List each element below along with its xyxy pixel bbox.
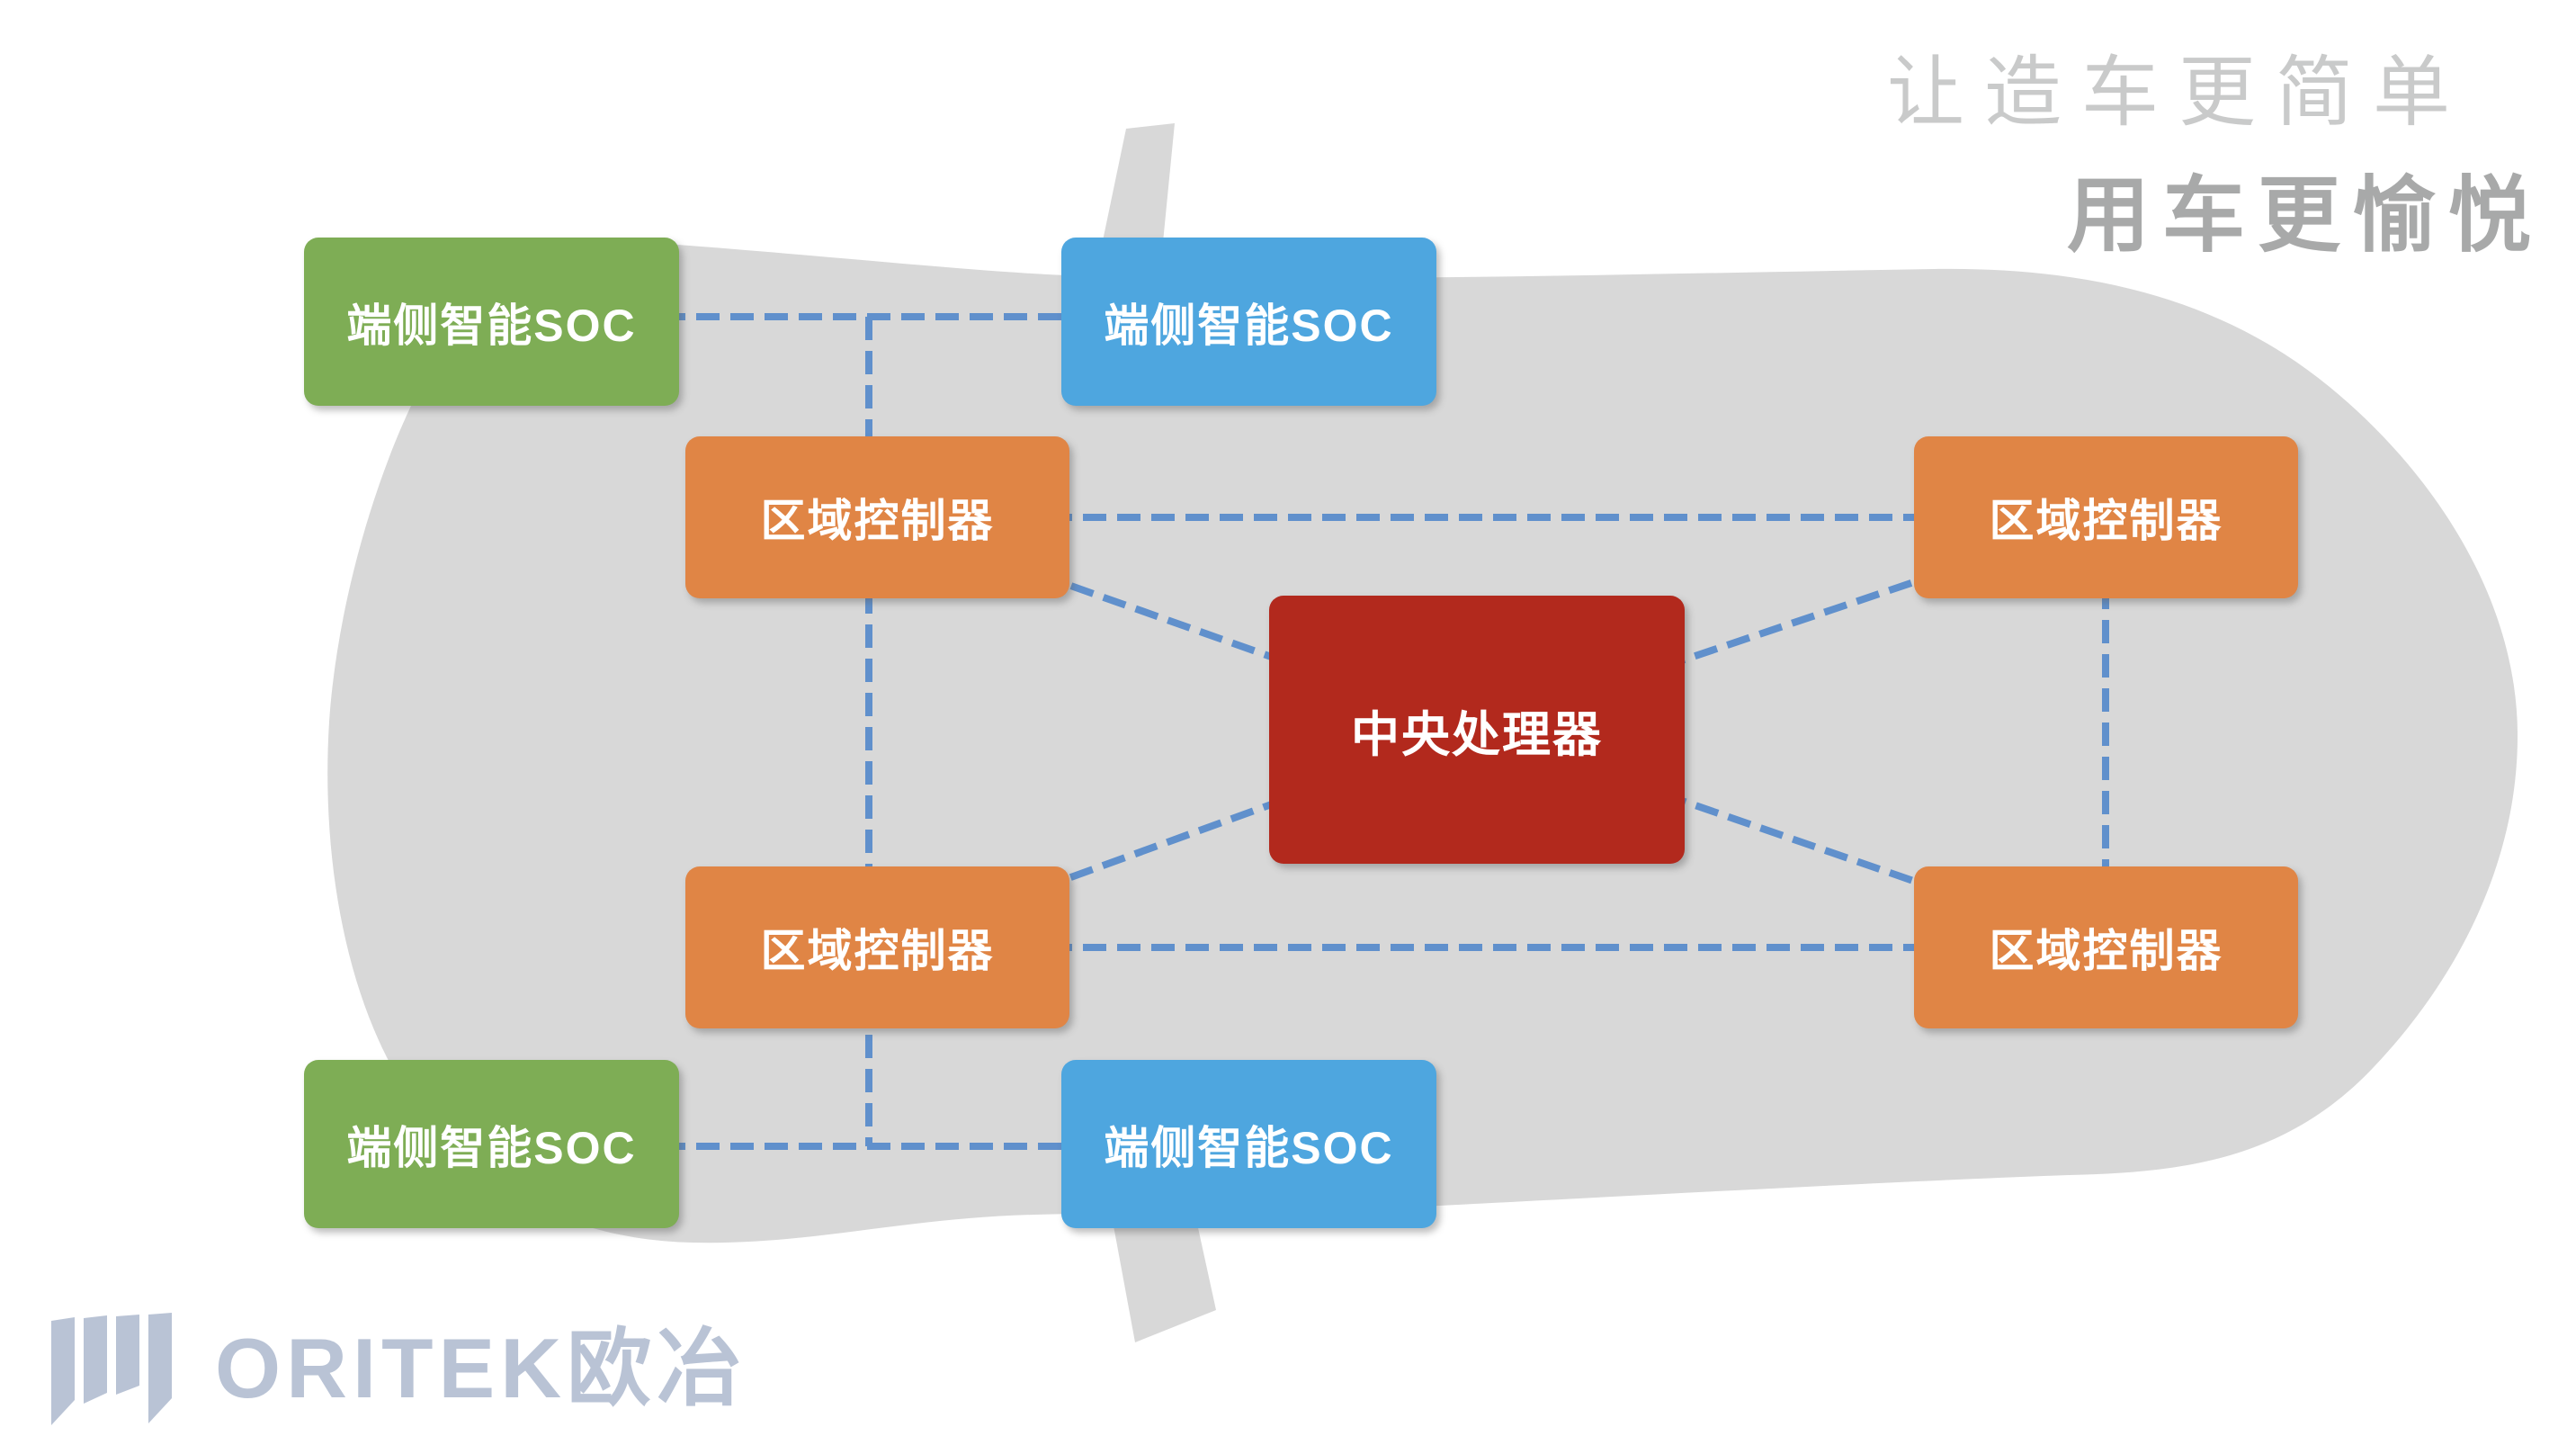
- node-soc-top-left: 端侧智能SOC: [304, 238, 679, 406]
- node-zone-top-right: 区域控制器: [1914, 436, 2298, 598]
- logo-bars-icon: [51, 1313, 172, 1425]
- car-mirror-bottom: [1108, 1195, 1216, 1342]
- node-soc-bottom-center: 端侧智能SOC: [1061, 1060, 1436, 1228]
- slogan-line-1: 让造车更简单: [1887, 49, 2470, 136]
- slogan-line-2: 用车更愉悦: [2066, 170, 2544, 262]
- node-central-processor: 中央处理器: [1269, 596, 1685, 864]
- node-zone-bottom-right: 区域控制器: [1914, 866, 2298, 1028]
- node-soc-top-center: 端侧智能SOC: [1061, 238, 1436, 406]
- node-zone-top-left: 区域控制器: [685, 436, 1069, 598]
- node-zone-bottom-left: 区域控制器: [685, 866, 1069, 1028]
- brand-logo: ORITEK欧冶: [49, 1312, 747, 1438]
- logo-wordmark: ORITEK欧冶: [215, 1321, 747, 1415]
- node-soc-bottom-left: 端侧智能SOC: [304, 1060, 679, 1228]
